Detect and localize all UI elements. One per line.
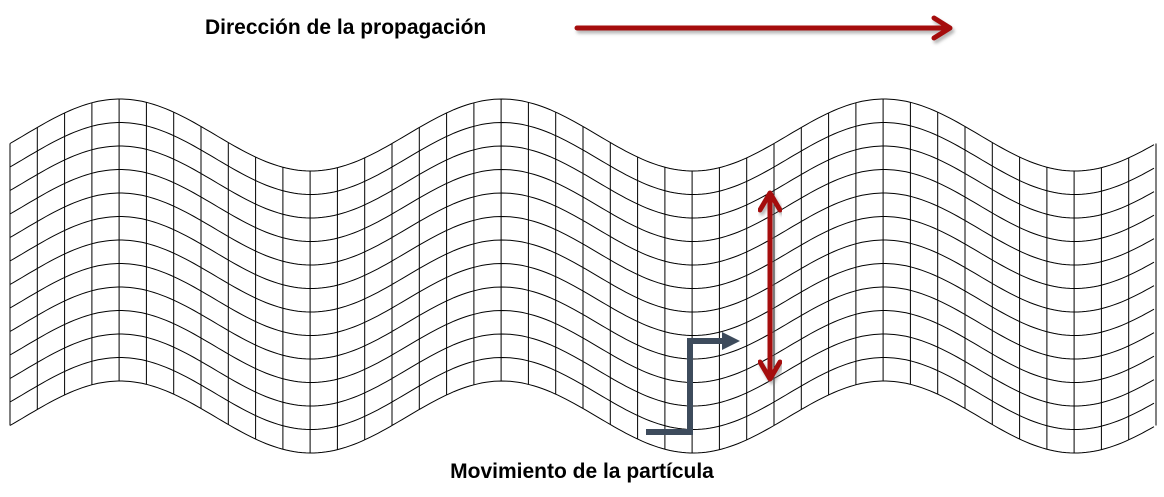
elbow-arrow-icon [646,332,740,435]
wave-line [9,380,1155,454]
propagation-direction-label: Dirección de la propagación [205,16,487,39]
wave-mesh-grid [9,98,1157,454]
wave-line [9,98,1155,172]
double-arrow-vertical-icon [757,190,783,382]
particle-motion-label: Movimiento de la partícula [450,460,714,483]
arrow-right-icon [574,15,953,41]
